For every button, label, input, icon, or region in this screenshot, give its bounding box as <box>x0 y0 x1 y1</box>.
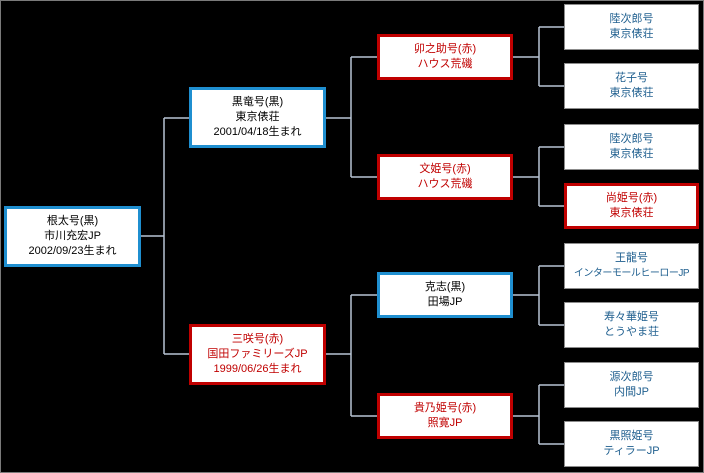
ancestor-card-6[interactable]: 寿々華姫号 とうやま荘 <box>564 302 699 348</box>
root-dog-owner: 市川充宏JP <box>44 230 101 242</box>
dam-birthdate: 1999/06/26生まれ <box>213 363 302 375</box>
ancestor-card-3[interactable]: 陸次郎号 東京俵荘 <box>564 124 699 170</box>
dam-dam-name: 貴乃姫号(赤) <box>413 402 477 414</box>
ancestor-owner: インターモールヒーローJP <box>573 268 690 279</box>
ancestor-name: 花子号 <box>615 72 648 84</box>
ancestor-card-4[interactable]: 尚姫号(赤) 東京俵荘 <box>564 183 699 229</box>
ancestor-owner: 東京俵荘 <box>609 207 654 219</box>
ancestor-name: 王龍号 <box>615 252 648 264</box>
dam-dam-card[interactable]: 貴乃姫号(赤) 照寛JP <box>377 393 513 439</box>
ancestor-owner: 東京俵荘 <box>609 148 654 160</box>
connector-dam-sire <box>513 265 564 326</box>
sire-sire-owner: ハウス荒磯 <box>417 58 473 70</box>
ancestor-name: 尚姫号(赤) <box>605 192 658 204</box>
ancestor-card-8[interactable]: 黒照姫号 ティラーJP <box>564 421 699 467</box>
dam-sire-owner: 田場JP <box>427 296 463 308</box>
connector-root <box>141 117 189 355</box>
connector-sire <box>326 56 377 178</box>
dam-owner: 国田ファミリーズJP <box>207 348 308 360</box>
root-dog-birthdate: 2002/09/23生まれ <box>28 245 117 257</box>
sire-sire-card[interactable]: 卯之助号(赤) ハウス荒磯 <box>377 34 513 80</box>
connector-dam <box>326 294 377 417</box>
sire-dam-card[interactable]: 文姫号(赤) ハウス荒磯 <box>377 154 513 200</box>
ancestor-owner: ティラーJP <box>603 445 660 457</box>
ancestor-card-5[interactable]: 王龍号 インターモールヒーローJP <box>564 243 699 289</box>
root-dog-name: 根太号(黒) <box>46 215 99 227</box>
sire-name: 黒竜号(黒) <box>231 96 284 108</box>
ancestor-owner: 東京俵荘 <box>609 87 654 99</box>
ancestor-card-2[interactable]: 花子号 東京俵荘 <box>564 63 699 109</box>
sire-owner: 東京俵荘 <box>235 111 280 123</box>
dam-card[interactable]: 三咲号(赤) 国田ファミリーズJP 1999/06/26生まれ <box>189 324 326 385</box>
ancestor-owner: とうやま荘 <box>604 326 659 338</box>
ancestor-name: 源次郎号 <box>609 371 654 383</box>
connector-dam-dam <box>513 384 564 445</box>
sire-birthdate: 2001/04/18生まれ <box>213 126 302 138</box>
connector-sire-dam <box>513 146 564 207</box>
ancestor-name: 陸次郎号 <box>609 13 654 25</box>
sire-sire-name: 卯之助号(赤) <box>413 43 477 55</box>
ancestor-owner: 内間JP <box>614 386 649 398</box>
ancestor-card-1[interactable]: 陸次郎号 東京俵荘 <box>564 4 699 50</box>
ancestor-name: 黒照姫号 <box>609 430 654 442</box>
dam-dam-owner: 照寛JP <box>427 417 463 429</box>
ancestor-name: 陸次郎号 <box>609 133 654 145</box>
root-dog-card[interactable]: 根太号(黒) 市川充宏JP 2002/09/23生まれ <box>4 206 141 267</box>
sire-card[interactable]: 黒竜号(黒) 東京俵荘 2001/04/18生まれ <box>189 87 326 148</box>
dam-name: 三咲号(赤) <box>231 333 284 345</box>
sire-dam-owner: ハウス荒磯 <box>417 178 473 190</box>
sire-dam-name: 文姫号(赤) <box>419 163 471 175</box>
dam-sire-name: 克志(黒) <box>424 281 466 293</box>
connector-sire-sire <box>513 26 564 87</box>
ancestor-card-7[interactable]: 源次郎号 内間JP <box>564 362 699 408</box>
ancestor-name: 寿々華姫号 <box>604 311 659 323</box>
ancestor-owner: 東京俵荘 <box>609 28 654 40</box>
dam-sire-card[interactable]: 克志(黒) 田場JP <box>377 272 513 318</box>
